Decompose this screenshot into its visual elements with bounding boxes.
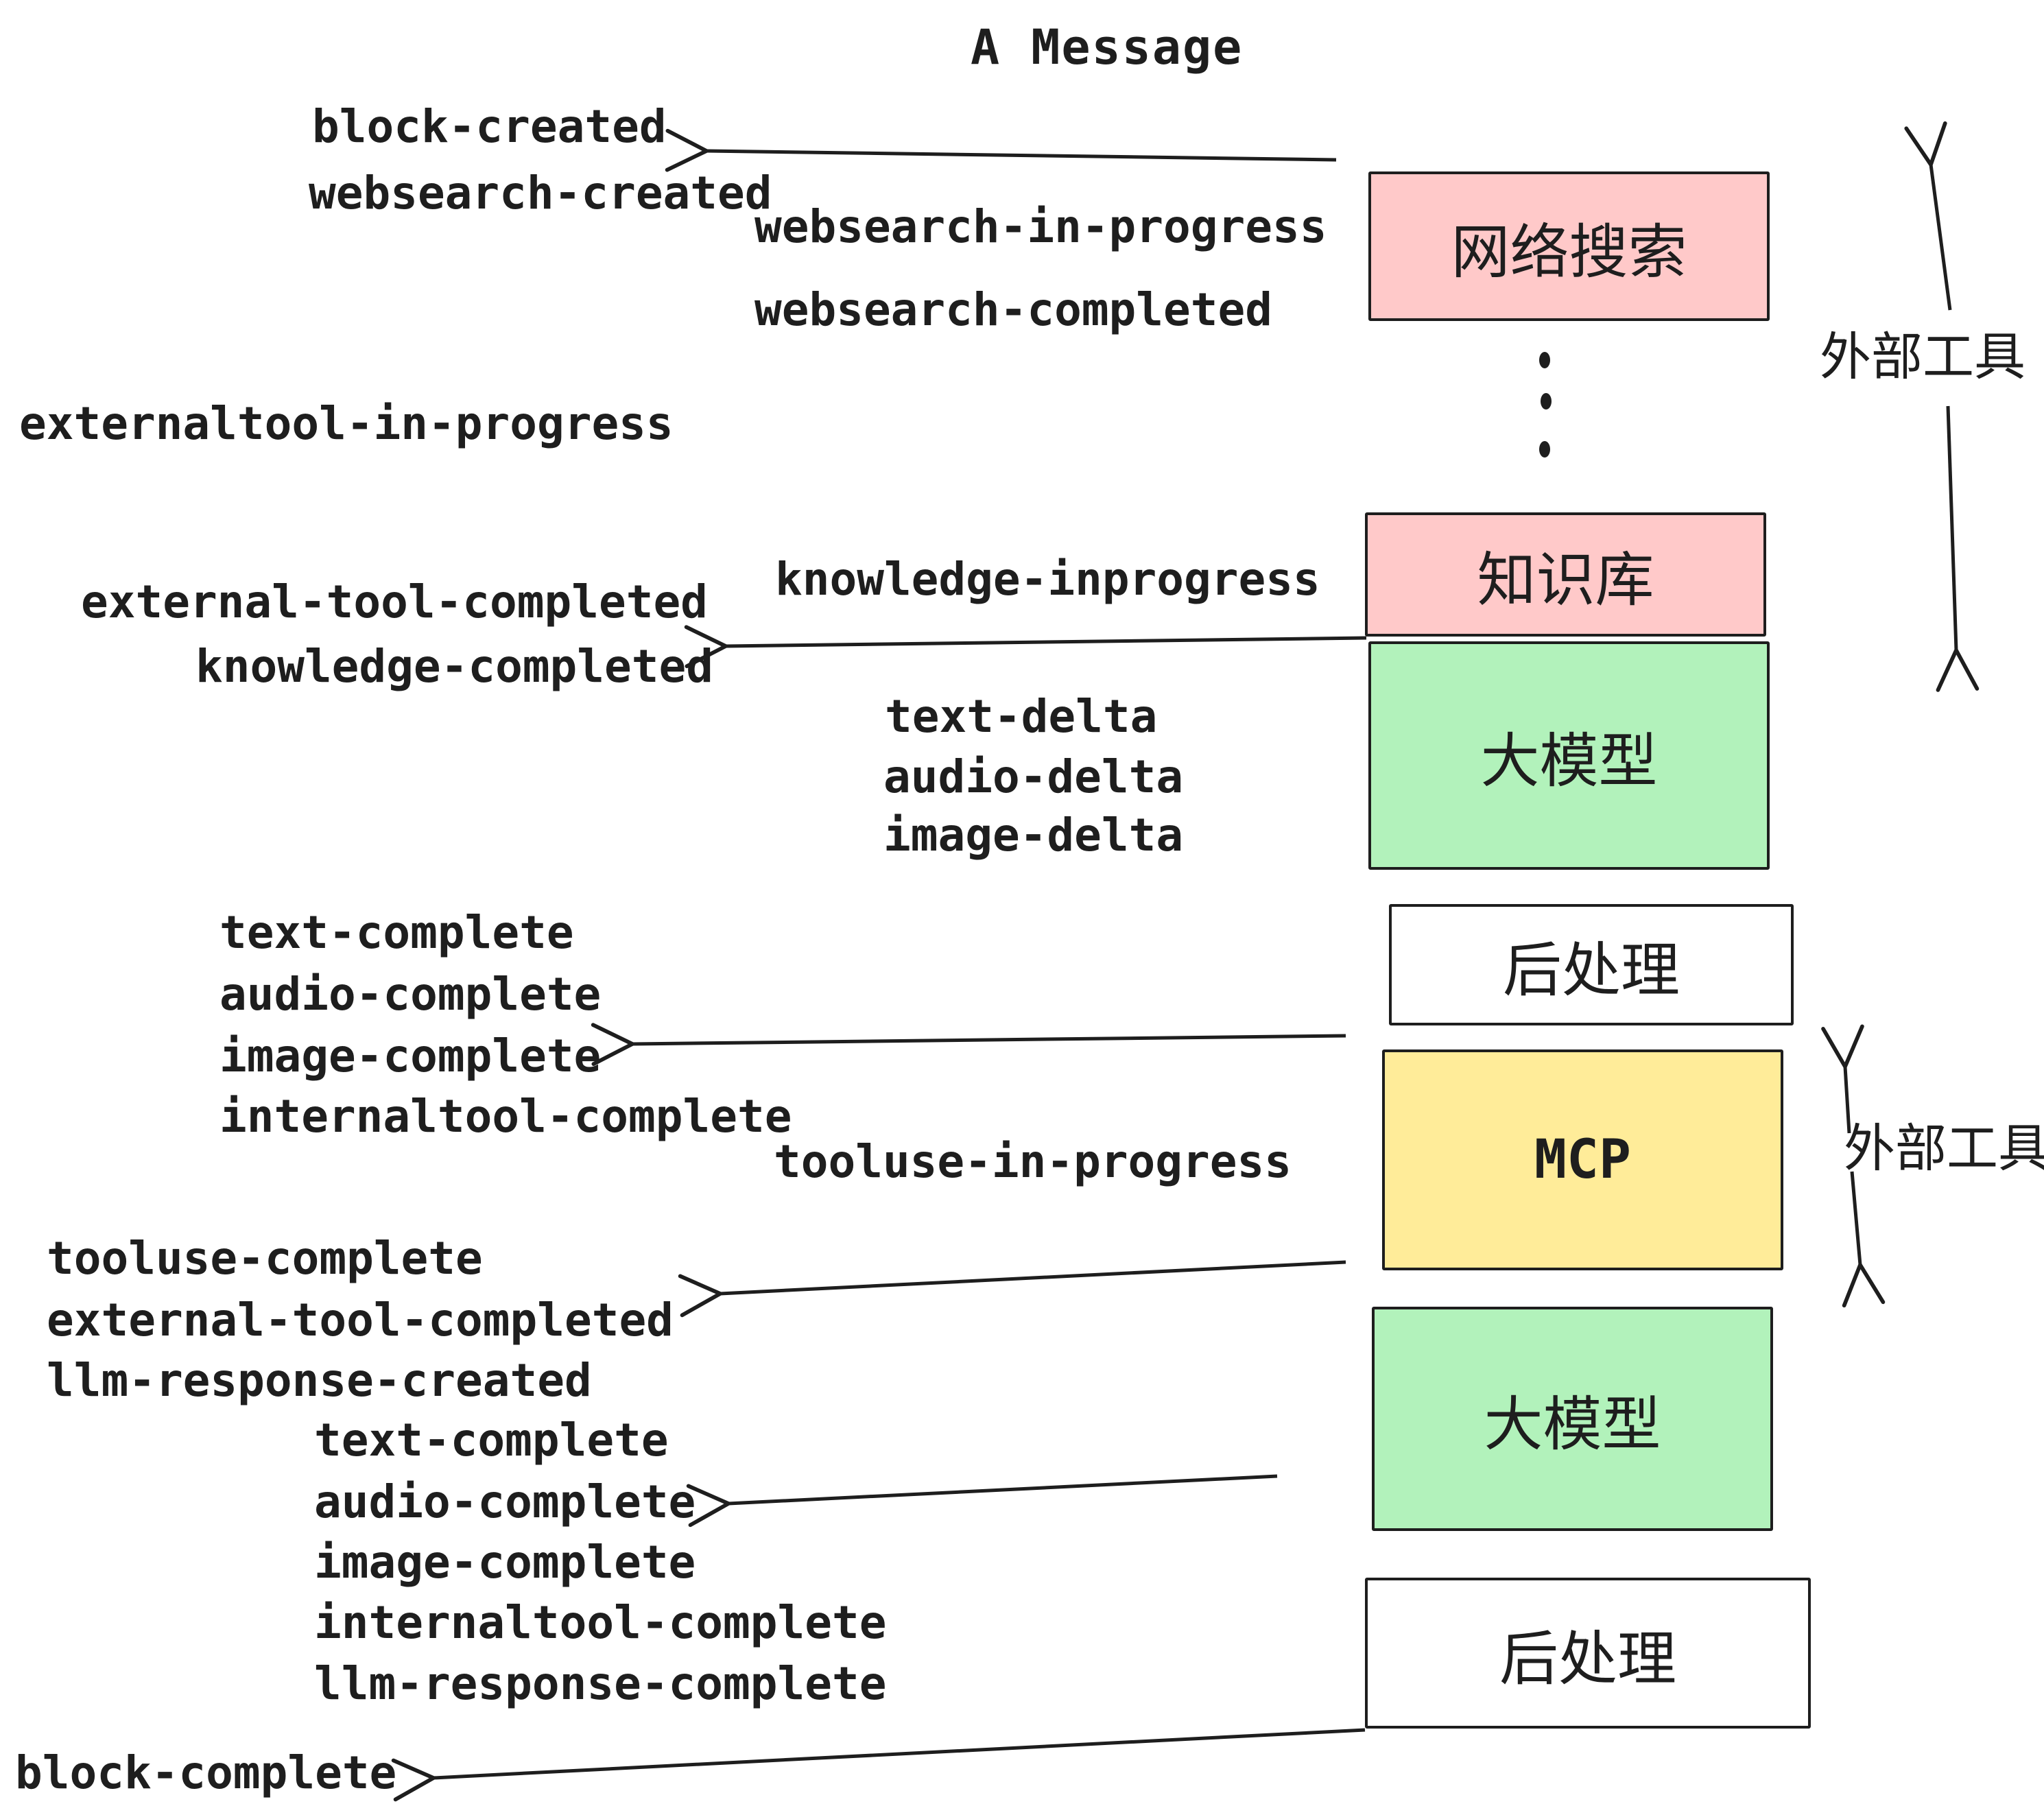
box-knowledge: 知识库 <box>1365 512 1766 637</box>
box-llm-1: 大模型 <box>1368 641 1770 870</box>
arrow-to-external-tool-completed <box>678 1260 1346 1318</box>
event-block-complete: block-complete <box>15 1746 397 1799</box>
event-text-delta-1: text-delta <box>885 690 1158 743</box>
event-websearch-in-progress: websearch-in-progress <box>754 200 1327 253</box>
external-tools-down-arrow-2 <box>1842 1171 1886 1308</box>
event-image-complete-2: image-complete <box>314 1536 696 1589</box>
event-internaltool-complete-1: internaltool-complete <box>219 1090 792 1143</box>
event-block-created: block-created <box>312 100 667 153</box>
event-external-tool-completed-1: external-tool-completed <box>81 575 708 628</box>
arrow-to-knowledge-completed <box>684 625 1367 669</box>
event-image-complete-1: image-complete <box>219 1030 602 1082</box>
event-tooluse-complete: tooluse-complete <box>47 1232 483 1285</box>
external-tools-up-arrow-2 <box>1821 1024 1864 1134</box>
box-mcp: MCP <box>1382 1049 1783 1270</box>
event-text-complete-1: text-complete <box>219 906 574 959</box>
side-label-external-tools-top: 外部工具 <box>1820 327 2026 387</box>
ellipsis-dot <box>1541 393 1552 410</box>
event-audio-complete-2: audio-complete <box>314 1475 696 1528</box>
external-tools-up-arrow-1 <box>1904 121 1952 311</box>
arrow-to-audio-complete <box>686 1474 1278 1528</box>
event-image-delta-1: image-delta <box>883 809 1184 862</box>
box-postprocess-2: 后处理 <box>1365 1578 1811 1729</box>
event-llm-response-complete: llm-response-complete <box>314 1657 887 1710</box>
ellipsis-dot <box>1539 441 1550 458</box>
external-tools-down-arrow-1 <box>1936 405 1980 692</box>
event-websearch-created: websearch-created <box>309 167 772 219</box>
event-text-complete-2: text-complete <box>314 1414 669 1467</box>
event-llm-response-created: llm-response-created <box>47 1354 592 1407</box>
side-label-external-tools-mcp: 外部工具 <box>1844 1118 2044 1178</box>
event-externaltool-in-progress: externaltool-in-progress <box>19 397 674 450</box>
ellipsis-dot <box>1539 352 1550 368</box>
box-postprocess-1: 后处理 <box>1389 904 1794 1025</box>
event-audio-complete-1: audio-complete <box>219 968 602 1021</box>
arrow-to-websearch-created <box>665 128 1337 172</box>
event-websearch-completed: websearch-completed <box>754 283 1272 336</box>
arrow-to-block-complete <box>391 1728 1366 1802</box>
event-tooluse-in-progress: tooluse-in-progress <box>774 1135 1292 1188</box>
event-knowledge-completed: knowledge-completed <box>195 640 713 693</box>
event-internaltool-complete-2: internaltool-complete <box>314 1596 887 1649</box>
box-websearch: 网络搜索 <box>1368 171 1770 321</box>
diagram-title: A Message <box>971 19 1244 75</box>
box-llm-2: 大模型 <box>1372 1307 1773 1531</box>
event-external-tool-completed-2: external-tool-completed <box>47 1294 674 1346</box>
arrow-to-image-complete <box>591 1023 1346 1067</box>
event-knowledge-inprogress: knowledge-inprogress <box>775 553 1320 606</box>
event-audio-delta-1: audio-delta <box>883 750 1184 803</box>
